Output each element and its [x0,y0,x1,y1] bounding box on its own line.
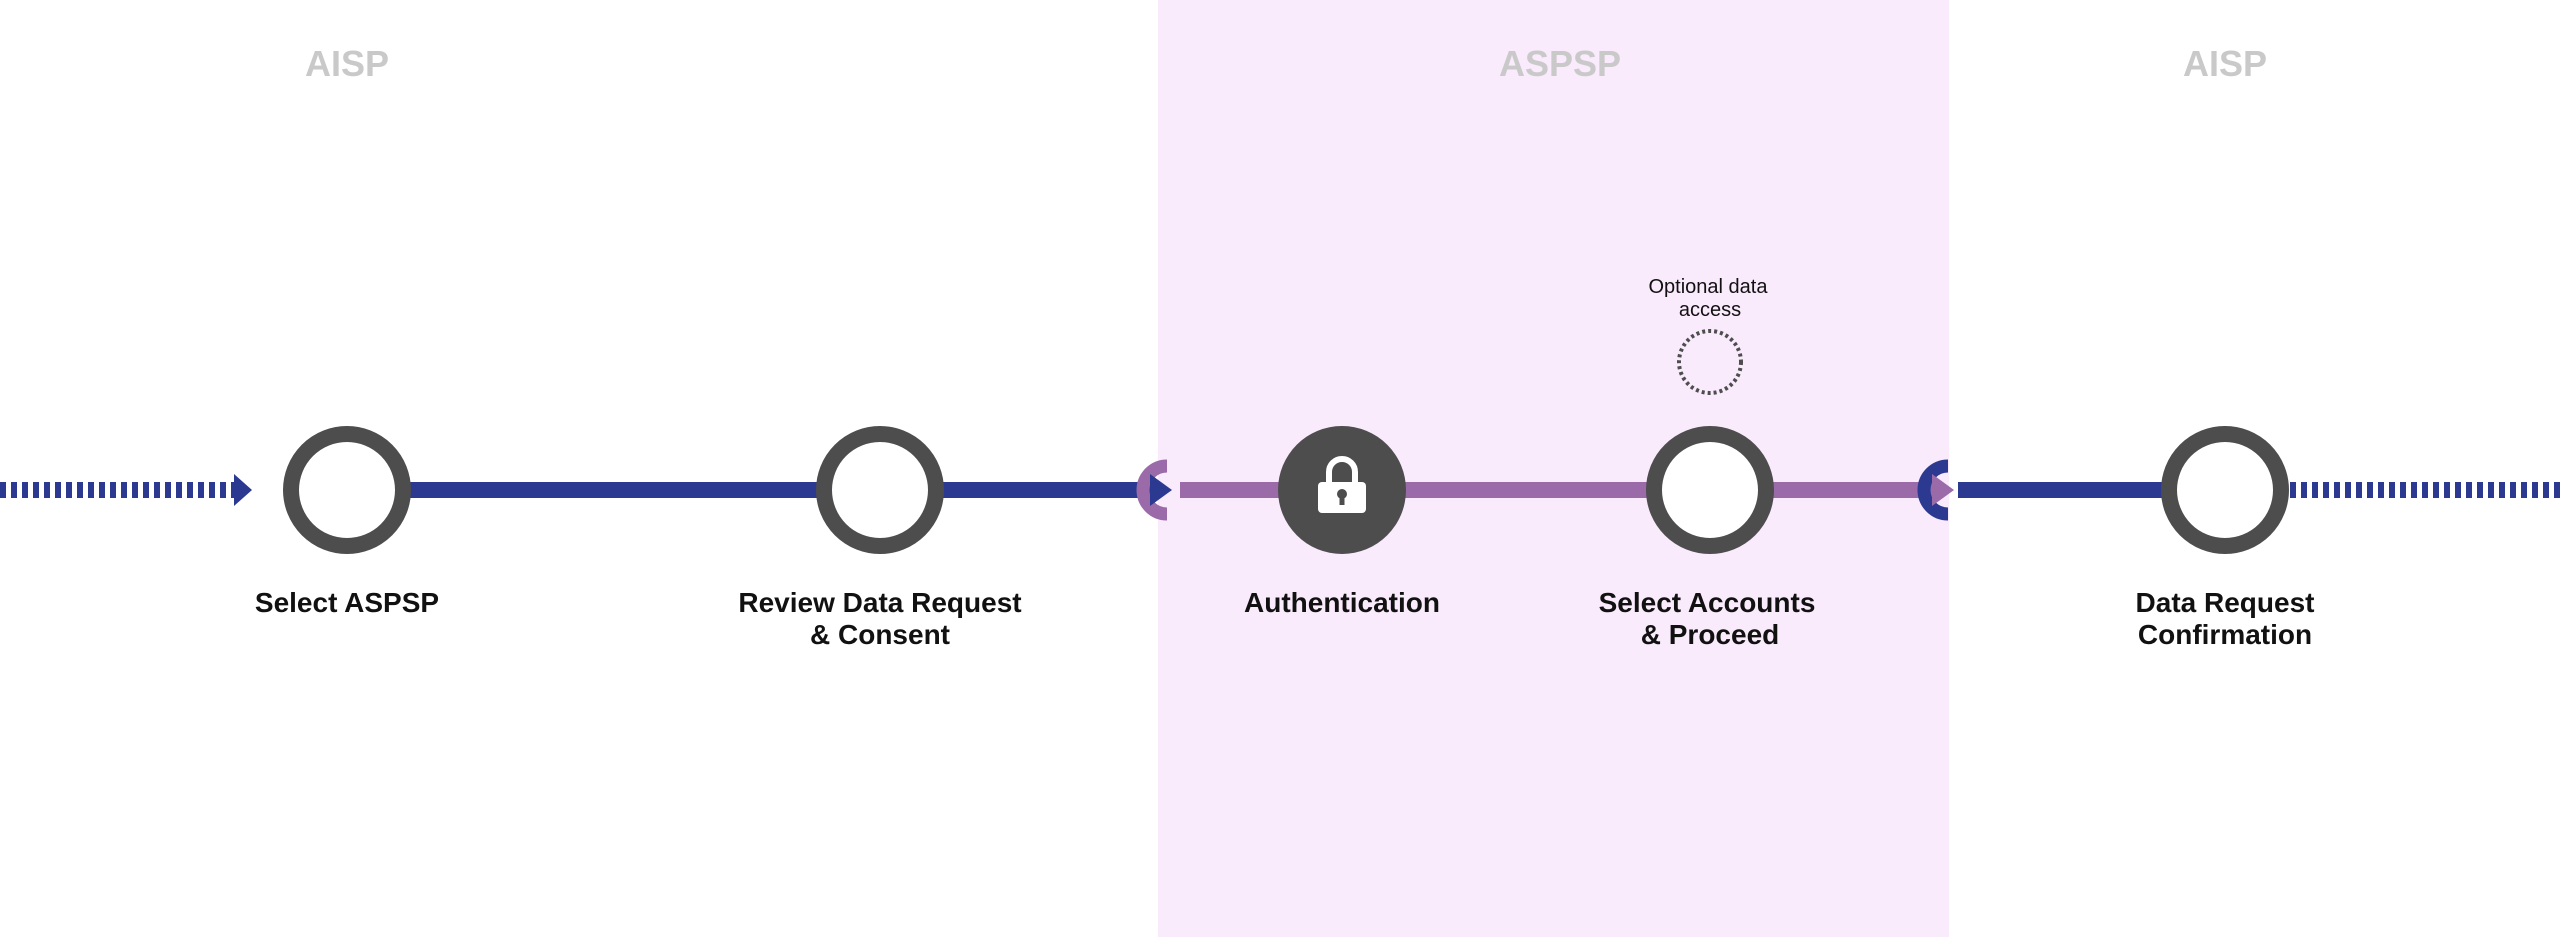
step-label-confirmation-line1: Data Request [2136,587,2315,618]
lock-icon [1318,456,1366,513]
step-label-select-accounts-line1: Select Accounts [1599,587,1816,618]
aspsp-zone-background [1158,0,1949,937]
step-label-select-accounts-line2: & Proceed [1641,619,1780,650]
aspsp-entry-handoff [1136,459,1172,521]
step-node-select-accounts [1646,426,1774,554]
step-label-authentication: Authentication [1244,587,1440,618]
step-label-review-line1: Review Data Request [738,587,1021,618]
optional-note-line1: Optional data [1649,276,1769,298]
aspsp-exit-handoff [1917,459,1954,521]
optional-note-line2: access [1679,299,1741,321]
zone-label-aisp-right: AISP [2183,43,2267,84]
step-node-authentication [1278,426,1406,554]
zone-label-aisp-left: AISP [305,43,389,84]
step-node-review-data-request [816,426,944,554]
optional-data-access-node [1677,329,1743,395]
step-label-confirmation-line2: Confirmation [2138,619,2312,650]
incoming-arrowhead [234,474,252,506]
step-node-data-request-confirmation [2161,426,2289,554]
step-label-review-line2: & Consent [810,619,950,650]
zone-label-aspsp: ASPSP [1499,43,1621,84]
step-label-select-aspsp: Select ASPSP [255,587,439,618]
step-node-select-aspsp [283,426,411,554]
